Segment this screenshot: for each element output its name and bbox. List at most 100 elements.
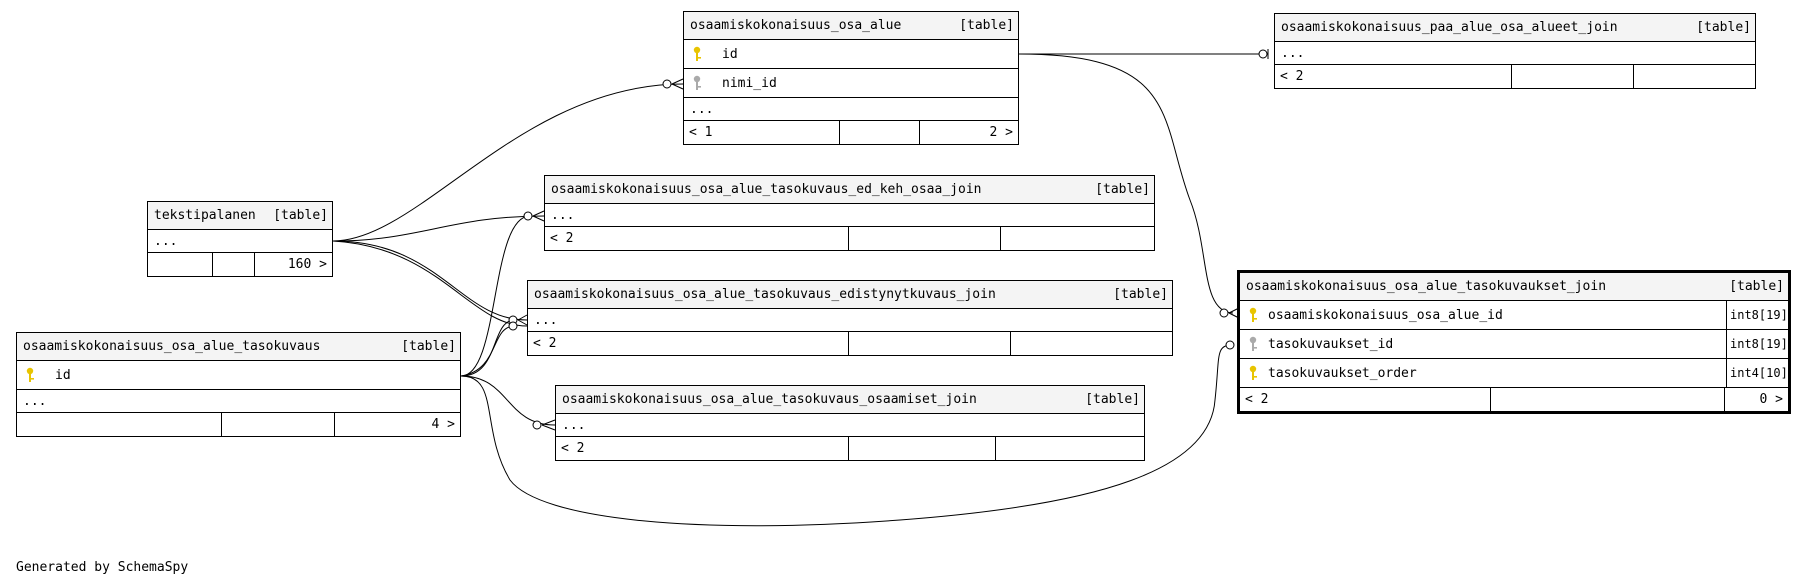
table-footer: < 2 — [528, 332, 1172, 355]
edge-tasokuvaus-to-osaamiset-join — [460, 375, 556, 426]
more-columns: ... — [556, 414, 1144, 437]
edge-end-marker — [508, 321, 518, 331]
table-tag: [table] — [1113, 287, 1168, 302]
table-edistyny-join[interactable]: osaamiskokonaisuus_osa_alue_tasokuvaus_e… — [527, 280, 1173, 356]
table-name: osaamiskokonaisuus_osa_alue_tasokuvaukse… — [1246, 279, 1607, 294]
table-tag: [table] — [1085, 392, 1140, 407]
edge-end-marker — [1225, 340, 1235, 350]
table-header: osaamiskokonaisuus_osa_alue_tasokuvaukse… — [1240, 273, 1788, 301]
parents-count[interactable]: < 1 — [684, 121, 840, 144]
table-tag: [table] — [401, 339, 456, 354]
column-name: nimi_id — [722, 75, 777, 91]
edge-end-marker — [1258, 49, 1268, 59]
column-name: osaamiskokonaisuus_osa_alue_id — [1268, 307, 1503, 323]
table-paa-alue-join[interactable]: osaamiskokonaisuus_paa_alue_osa_alueet_j… — [1274, 13, 1756, 89]
column-type: int8[19] — [1726, 301, 1788, 329]
table-tag: [table] — [959, 18, 1014, 33]
crowfoot-marker — [541, 419, 556, 431]
row-count — [840, 121, 920, 144]
table-tekstipalanen[interactable]: tekstipalanen [table] ... 160 > — [147, 201, 333, 277]
children-count[interactable] — [1011, 332, 1172, 355]
more-columns: ... — [545, 204, 1154, 227]
parents-count[interactable]: < 2 — [528, 332, 849, 355]
primary-key-icon — [1249, 307, 1257, 322]
children-count[interactable] — [996, 437, 1144, 460]
more-columns: ... — [17, 390, 460, 413]
more-columns: ... — [1275, 42, 1755, 65]
children-count[interactable] — [1001, 227, 1154, 250]
row-count — [213, 253, 255, 276]
edge-tekstipalanen-to-osa-alue — [332, 83, 684, 242]
table-ed-keh-join[interactable]: osaamiskokonaisuus_osa_alue_tasokuvaus_e… — [544, 175, 1155, 251]
table-header: osaamiskokonaisuus_osa_alue_tasokuvaus_e… — [545, 176, 1154, 204]
more-columns: ... — [528, 309, 1172, 332]
parents-count[interactable]: < 2 — [556, 437, 849, 460]
column-row: id — [684, 40, 1018, 69]
table-header: tekstipalanen [table] — [148, 202, 332, 230]
crowfoot-marker — [671, 78, 684, 90]
crowfoot-marker — [517, 314, 528, 326]
parents-count[interactable] — [148, 253, 213, 276]
table-tag: [table] — [1729, 279, 1784, 294]
table-name: osaamiskokonaisuus_paa_alue_osa_alueet_j… — [1281, 20, 1618, 35]
table-tasokuvaus[interactable]: osaamiskokonaisuus_osa_alue_tasokuvaus [… — [16, 332, 461, 437]
table-header: osaamiskokonaisuus_osa_alue_tasokuvaus_e… — [528, 281, 1172, 309]
table-header: osaamiskokonaisuus_osa_alue [table] — [684, 12, 1018, 40]
children-count[interactable]: 4 > — [431, 417, 455, 432]
column-row: id — [17, 361, 460, 390]
edge-tekstipalanen-to-edistyny-join-a — [332, 240, 528, 321]
column-name: id — [55, 367, 71, 383]
row-count — [849, 227, 1001, 250]
edge-end-marker — [662, 79, 672, 89]
foreign-key-icon — [1249, 336, 1257, 351]
table-footer: < 1 2 > — [684, 121, 1018, 144]
parents-count[interactable]: < 2 — [545, 227, 849, 250]
edge-tasokuvaus-to-edistyny-join-b — [460, 325, 516, 377]
children-count[interactable]: 0 > — [1759, 392, 1783, 407]
parents-count[interactable]: < 2 — [1240, 388, 1491, 411]
column-name: tasokuvaukset_id — [1268, 336, 1394, 352]
children-count[interactable]: 160 > — [287, 257, 327, 272]
column-row: nimi_id — [684, 69, 1018, 98]
children-count[interactable]: 2 > — [989, 125, 1013, 140]
edge-osa-alue-to-tasokuvaukset-join — [1018, 53, 1234, 314]
column-row: tasokuvaukset_order int4[10] — [1240, 359, 1788, 388]
parents-count[interactable]: < 2 — [1275, 65, 1512, 88]
table-footer: < 2 — [545, 227, 1154, 250]
column-name: id — [722, 46, 738, 62]
table-name: osaamiskokonaisuus_osa_alue_tasokuvaus — [23, 339, 321, 354]
column-type: int4[10] — [1726, 359, 1788, 387]
table-name: tekstipalanen — [154, 208, 256, 223]
row-count — [849, 332, 1011, 355]
table-footer: < 2 — [1275, 65, 1755, 88]
table-header: osaamiskokonaisuus_paa_alue_osa_alueet_j… — [1275, 14, 1755, 42]
table-tasokuvaukset-join[interactable]: osaamiskokonaisuus_osa_alue_tasokuvaukse… — [1237, 270, 1791, 414]
more-columns: ... — [148, 230, 332, 253]
table-tag: [table] — [1696, 20, 1751, 35]
foreign-key-icon — [693, 75, 701, 90]
table-footer: < 2 0 > — [1240, 388, 1788, 411]
edge-end-marker — [1219, 308, 1229, 318]
table-osaamiset-join[interactable]: osaamiskokonaisuus_osa_alue_tasokuvaus_o… — [555, 385, 1145, 461]
children-count[interactable] — [1634, 65, 1755, 88]
table-tag: [table] — [273, 208, 328, 223]
edge-end-marker — [523, 211, 533, 221]
table-osa-alue[interactable]: osaamiskokonaisuus_osa_alue [table] id n… — [683, 11, 1019, 145]
row-count — [1512, 65, 1634, 88]
table-footer: < 2 — [556, 437, 1144, 460]
parents-count[interactable] — [17, 413, 222, 436]
table-tag: [table] — [1095, 182, 1150, 197]
edge-tasokuvaus-to-tasokuvaukset-join — [460, 344, 1234, 527]
column-row: tasokuvaukset_id int8[19] — [1240, 330, 1788, 359]
table-header: osaamiskokonaisuus_osa_alue_tasokuvaus [… — [17, 333, 460, 361]
column-name: tasokuvaukset_order — [1268, 365, 1417, 381]
primary-key-icon — [693, 46, 701, 61]
table-name: osaamiskokonaisuus_osa_alue_tasokuvaus_o… — [562, 392, 977, 407]
more-columns: ... — [684, 98, 1018, 121]
table-name: osaamiskokonaisuus_osa_alue_tasokuvaus_e… — [534, 287, 996, 302]
edge-tekstipalanen-to-ed-keh-join — [332, 215, 545, 242]
primary-key-icon — [1249, 365, 1257, 380]
table-footer: 4 > — [17, 413, 460, 436]
column-row: osaamiskokonaisuus_osa_alue_id int8[19] — [1240, 301, 1788, 330]
